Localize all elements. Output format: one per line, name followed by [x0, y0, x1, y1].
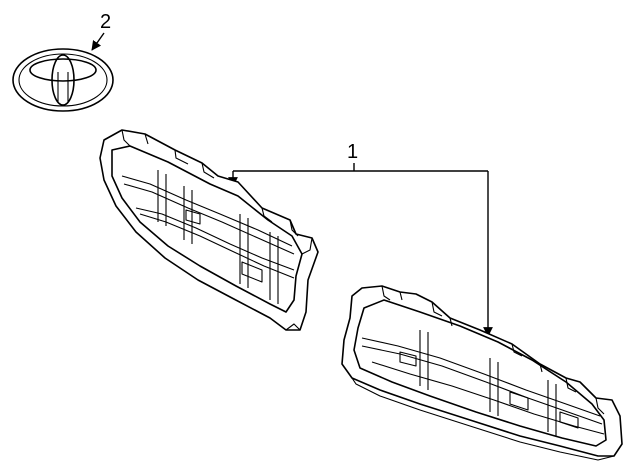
emblem-part[interactable] [12, 48, 114, 112]
callout-number-1: 1 [347, 141, 358, 163]
grille-lower-part[interactable] [341, 285, 623, 461]
grille-upper-part[interactable] [99, 129, 319, 331]
callout-number-2: 2 [100, 11, 111, 33]
leader-line-2 [91, 32, 105, 51]
